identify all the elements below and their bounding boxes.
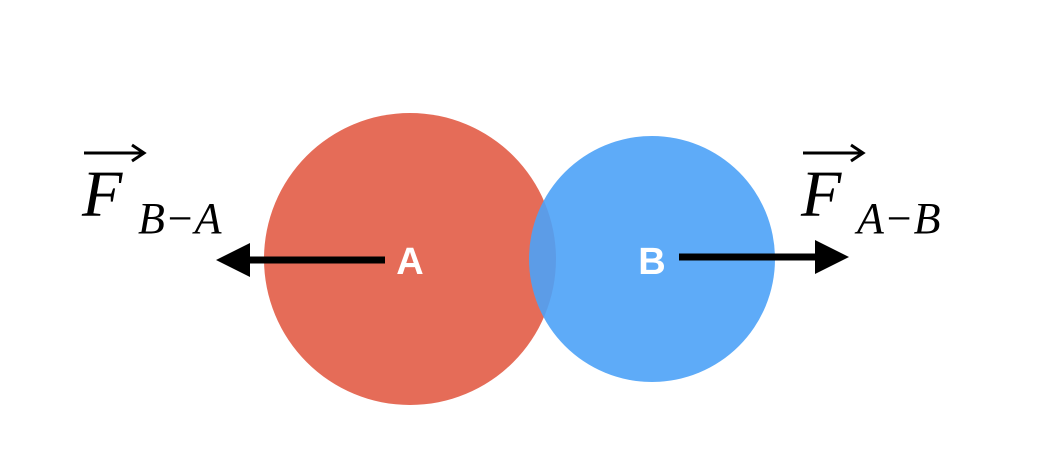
force-arrow-on-b — [679, 240, 849, 274]
force-arrow-on-a — [216, 243, 385, 277]
ball-b — [529, 136, 775, 382]
force-subscript-b-on-a: B−A — [138, 194, 223, 243]
force-symbol-a-on-b: F — [800, 158, 842, 231]
vector-arrow-icon — [803, 143, 866, 163]
arrowhead-right-icon — [815, 240, 849, 274]
ball-a — [264, 113, 556, 405]
force-symbol-b-on-a: F — [81, 158, 123, 231]
force-subscript-a-on-b: A−B — [854, 194, 940, 243]
arrowhead-left-icon — [216, 243, 250, 277]
vector-arrow-icon — [84, 143, 147, 163]
force-label-b-on-a: F B−A — [81, 143, 223, 243]
ball-a-label: A — [396, 241, 423, 283]
force-label-a-on-b: F A−B — [800, 143, 940, 243]
ball-b-label: B — [638, 241, 665, 283]
